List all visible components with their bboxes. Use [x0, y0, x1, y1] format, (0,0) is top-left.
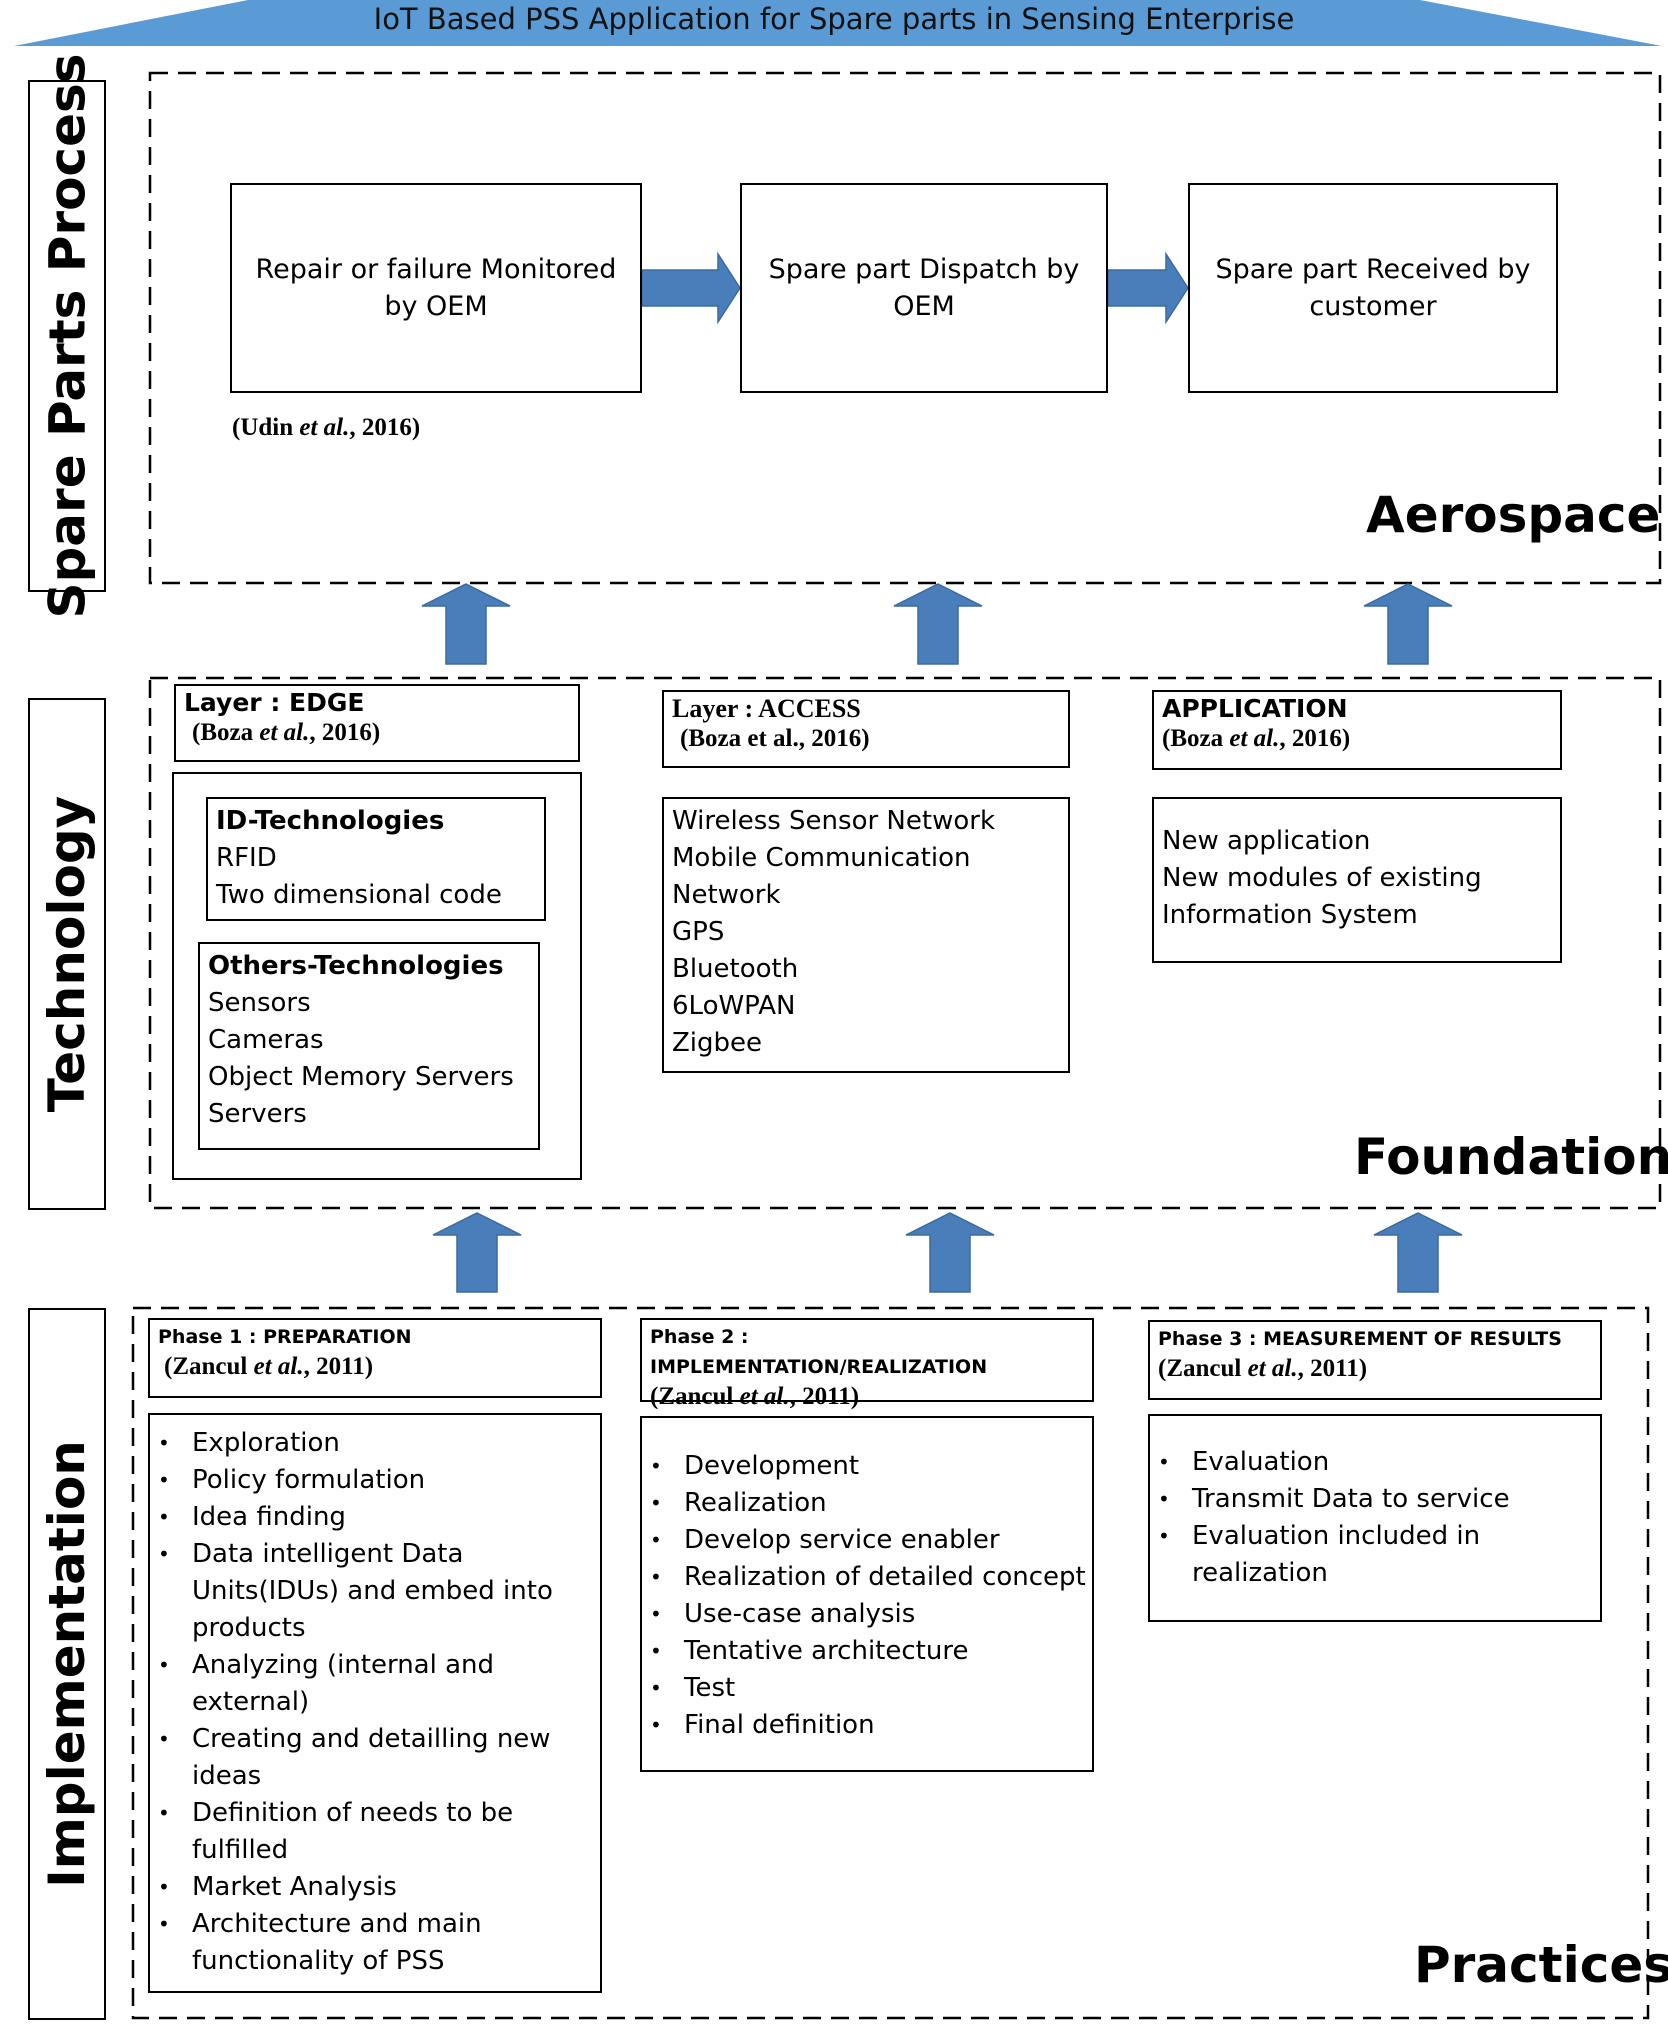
process-step-text: Spare part Received by customer: [1215, 254, 1531, 322]
access-layer-title: Layer : ACCESS: [672, 694, 861, 723]
practices-frame: [131, 1306, 1650, 2020]
right-arrow-icon: [641, 251, 741, 325]
list-item: Cameras: [208, 1025, 324, 1055]
list-item: Final definition: [642, 1707, 1092, 1744]
list-item: Two dimensional code: [216, 880, 502, 910]
phase1-citation: (Zancul et al., 2011): [164, 1353, 374, 1380]
list-item: Policy formulation: [150, 1462, 600, 1499]
application-items-box: New application New modules of existing …: [1152, 797, 1562, 963]
right-arrow-icon: [1107, 251, 1189, 325]
phase1-title: Phase 1 : PREPARATION: [158, 1326, 412, 1348]
access-technologies-box: Wireless Sensor Network Mobile Communica…: [662, 797, 1070, 1073]
phase1-header: Phase 1 : PREPARATION (Zancul et al., 20…: [148, 1318, 602, 1398]
phase2-citation: (Zancul et al., 2011): [650, 1383, 860, 1410]
edge-layer-title: Layer : EDGE: [184, 688, 365, 717]
list-item: Zigbee: [672, 1028, 763, 1058]
list-item: Sensors: [208, 988, 311, 1018]
access-citation: (Boza et al., 2016): [680, 725, 870, 752]
application-header: APPLICATION (Boza et al., 2016): [1152, 690, 1562, 770]
list-item: Object Memory Servers: [208, 1062, 514, 1092]
side-label-implementation: Implementation: [28, 1308, 106, 2020]
phase3-items-box: Evaluation Transmit Data to service Eval…: [1148, 1414, 1602, 1622]
title-banner-shape: [14, 0, 1662, 46]
application-title: APPLICATION: [1162, 694, 1348, 723]
list-item: Mobile Communication: [672, 843, 971, 873]
list-item: New modules of existing: [1162, 863, 1482, 893]
list-item: RFID: [216, 843, 277, 873]
up-arrow-icon: [905, 1212, 995, 1293]
side-label-technology: Technology: [28, 698, 106, 1210]
list-item: Market Analysis: [150, 1869, 600, 1906]
phase3-title: Phase 3 : MEASUREMENT OF RESULTS: [1158, 1328, 1562, 1350]
list-item: GPS: [672, 917, 725, 947]
section-word-foundation: Foundation: [1354, 1128, 1668, 1186]
list-item: Realization: [642, 1485, 1092, 1522]
list-item: Tentative architecture: [642, 1633, 1092, 1670]
list-item: Development: [642, 1448, 1092, 1485]
up-arrow-icon: [893, 583, 983, 665]
process-step-repair: Repair or failure Monitored by OEM: [230, 183, 642, 393]
list-item: Bluetooth: [672, 954, 799, 984]
phase2-items-box: Development Realization Develop service …: [640, 1416, 1094, 1772]
section-word-practices: Practices: [1414, 1936, 1668, 1994]
side-label-text: Technology: [38, 795, 96, 1113]
list-item: Network: [672, 880, 781, 910]
list-item: Servers: [208, 1099, 307, 1129]
citation-udin: (Udin et al., 2016): [232, 414, 421, 441]
phase3-header: Phase 3 : MEASUREMENT OF RESULTS (Zancul…: [1148, 1320, 1602, 1400]
list-item: Develop service enabler: [642, 1522, 1092, 1559]
process-step-text: Spare part Dispatch by OEM: [768, 254, 1080, 322]
application-citation: (Boza et al., 2016): [1162, 725, 1351, 752]
up-arrow-icon: [432, 1212, 522, 1293]
banner-title: IoT Based PSS Application for Spare part…: [373, 2, 1295, 36]
list-item: Evaluation: [1150, 1444, 1600, 1481]
phase1-items-box: Exploration Policy formulation Idea find…: [148, 1413, 602, 1993]
id-technologies-heading: ID-Technologies: [216, 806, 445, 836]
list-item: Realization of detailed concept: [642, 1559, 1092, 1596]
list-item: Transmit Data to service: [1150, 1481, 1600, 1518]
id-technologies-box: ID-Technologies RFID Two dimensional cod…: [206, 797, 546, 921]
phase3-citation: (Zancul et al., 2011): [1158, 1355, 1368, 1382]
access-layer-header: Layer : ACCESS (Boza et al., 2016): [662, 690, 1070, 768]
list-item: Exploration: [150, 1425, 600, 1462]
list-item: Information System: [1162, 900, 1418, 930]
list-item: Data intelligent Data Units(IDUs) and em…: [150, 1536, 600, 1647]
section-word-aerospace: Aerospace: [1366, 486, 1661, 544]
side-label-text: Spare Parts Process: [38, 53, 97, 619]
other-technologies-heading: Others-Technologies: [208, 951, 504, 981]
edge-layer-header: Layer : EDGE (Boza et al., 2016): [174, 684, 580, 762]
up-arrow-icon: [421, 583, 511, 665]
edge-citation: (Boza et al., 2016): [192, 719, 381, 746]
list-item: Wireless Sensor Network: [672, 806, 995, 836]
up-arrow-icon: [1363, 583, 1453, 665]
foundation-frame: [148, 676, 1662, 1210]
up-arrow-icon: [1373, 1212, 1463, 1293]
side-label-text: Implementation: [38, 1440, 96, 1888]
other-technologies-box: Others-Technologies Sensors Cameras Obje…: [198, 942, 540, 1150]
list-item: Idea finding: [150, 1499, 600, 1536]
list-item: 6LoWPAN: [672, 991, 796, 1021]
process-step-received: Spare part Received by customer: [1188, 183, 1558, 393]
list-item: New application: [1162, 826, 1371, 856]
process-step-dispatch: Spare part Dispatch by OEM: [740, 183, 1108, 393]
list-item: Creating and detailling new ideas: [150, 1721, 600, 1795]
process-step-text: Repair or failure Monitored by OEM: [255, 254, 617, 322]
aerospace-frame: [148, 71, 1662, 585]
list-item: Architecture and main functionality of P…: [150, 1906, 600, 1980]
list-item: Evaluation included in realization: [1150, 1518, 1600, 1592]
list-item: Definition of needs to be fulfilled: [150, 1795, 600, 1869]
list-item: Use-case analysis: [642, 1596, 1092, 1633]
phase2-title: Phase 2 : IMPLEMENTATION/REALIZATION: [650, 1326, 988, 1378]
side-label-spare-parts: Spare Parts Process: [28, 53, 106, 619]
list-item: Analyzing (internal and external): [150, 1647, 600, 1721]
list-item: Test: [642, 1670, 1092, 1707]
phase2-header: Phase 2 : IMPLEMENTATION/REALIZATION (Za…: [640, 1318, 1094, 1410]
